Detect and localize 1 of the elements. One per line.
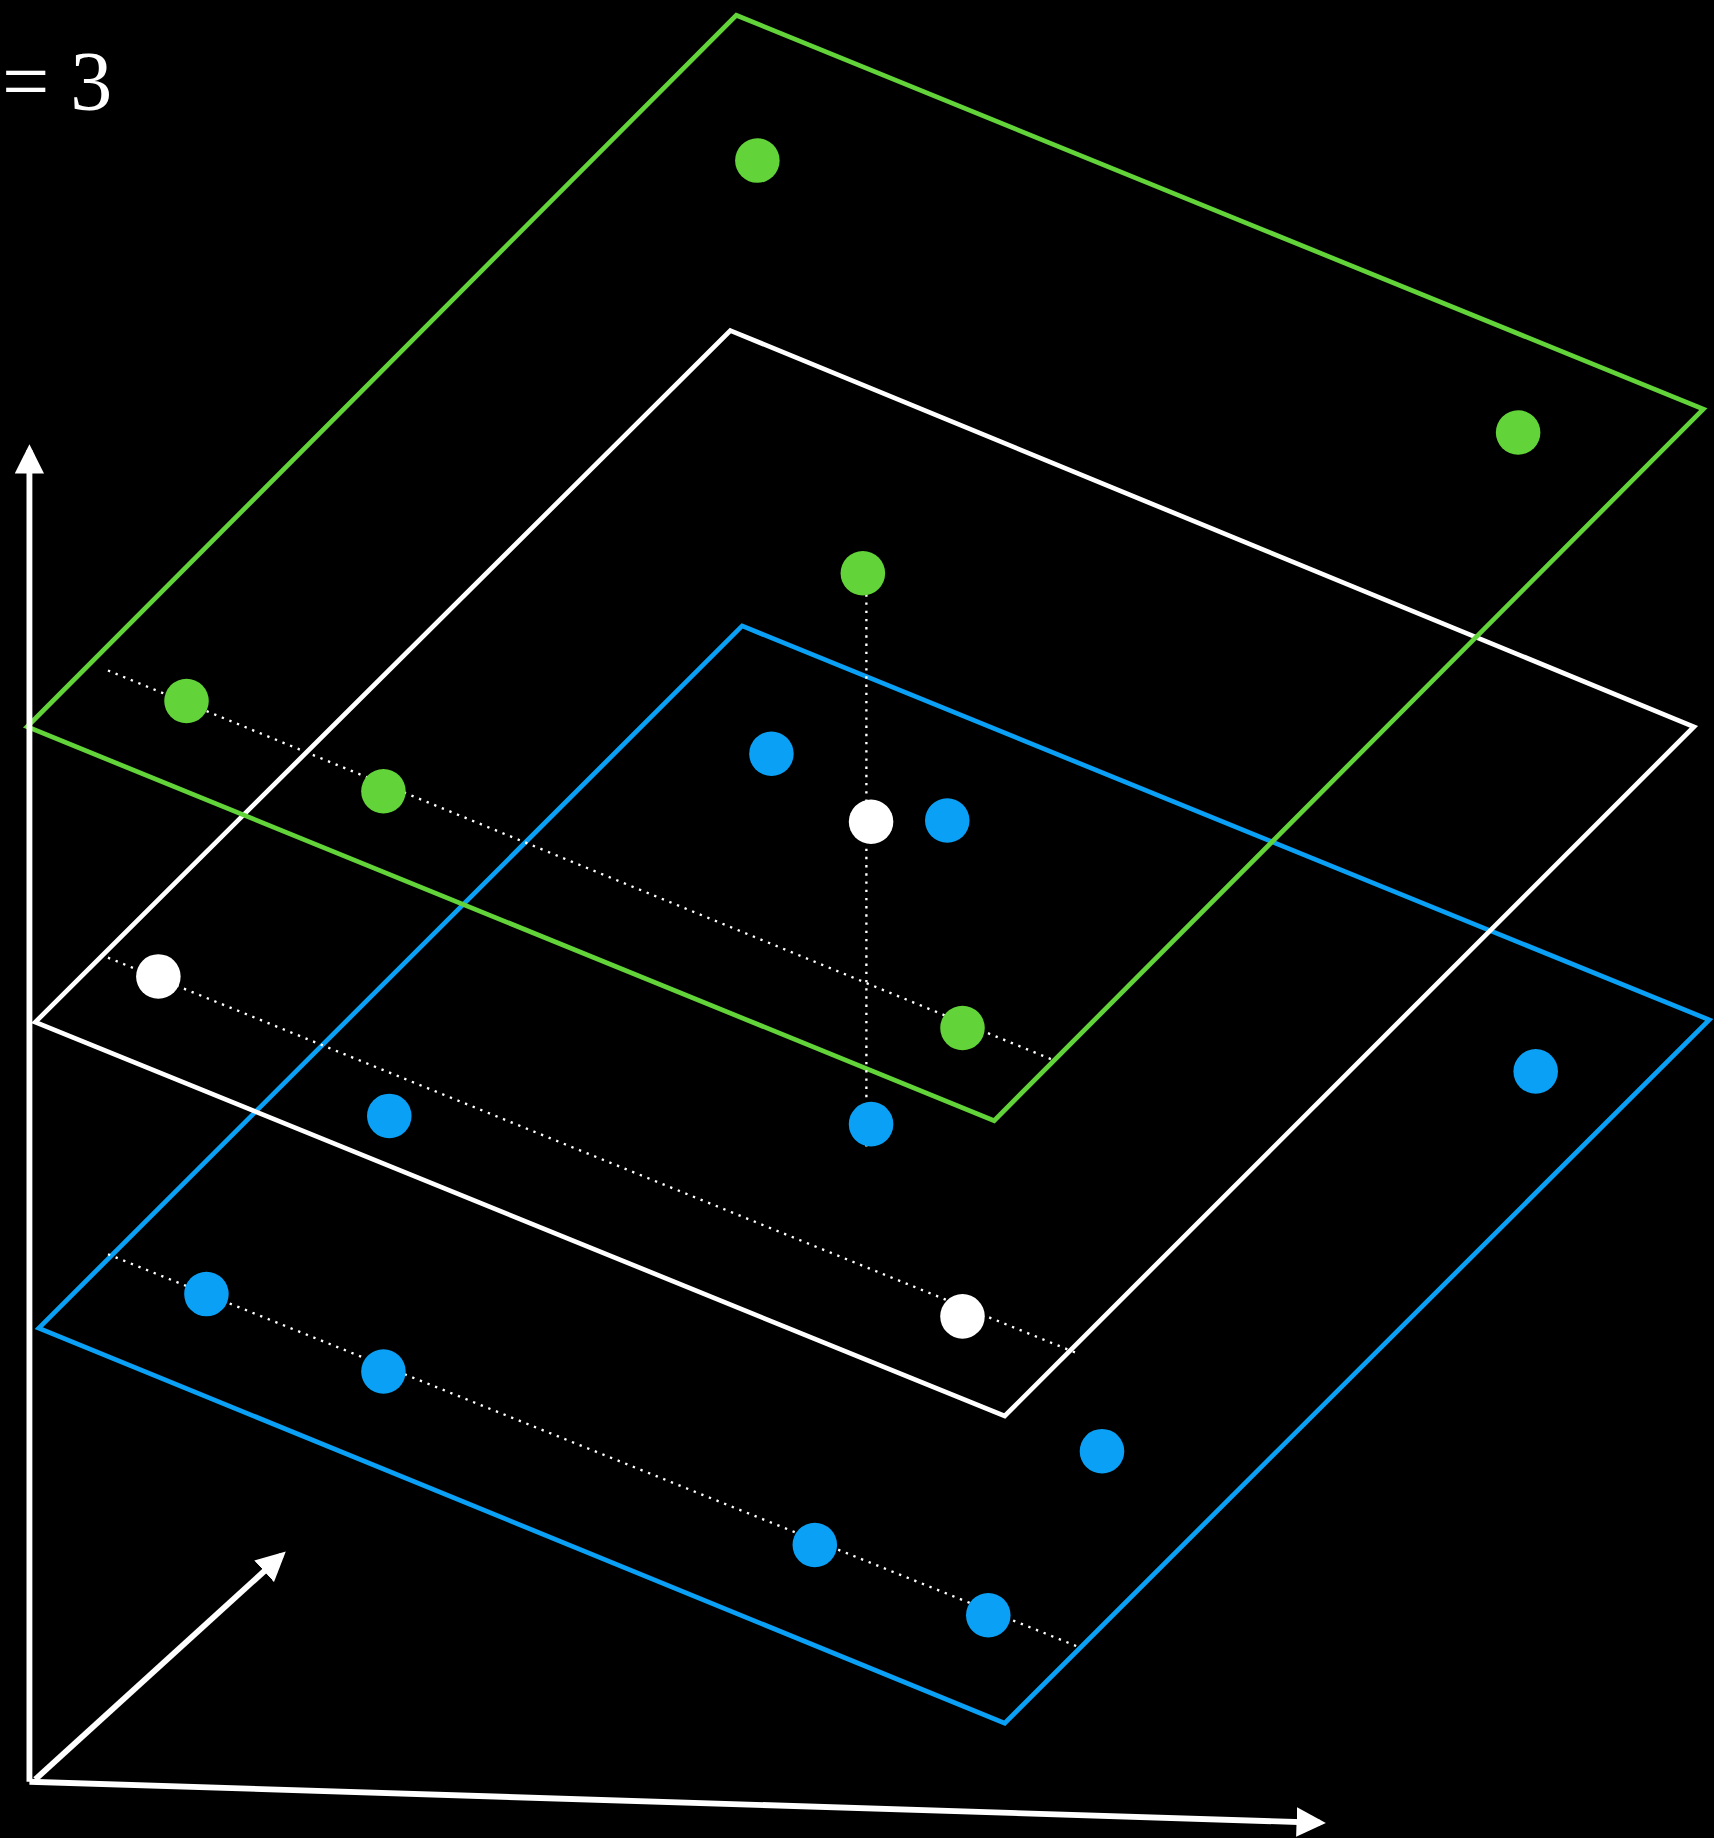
equation-text: = 3 <box>2 40 113 124</box>
